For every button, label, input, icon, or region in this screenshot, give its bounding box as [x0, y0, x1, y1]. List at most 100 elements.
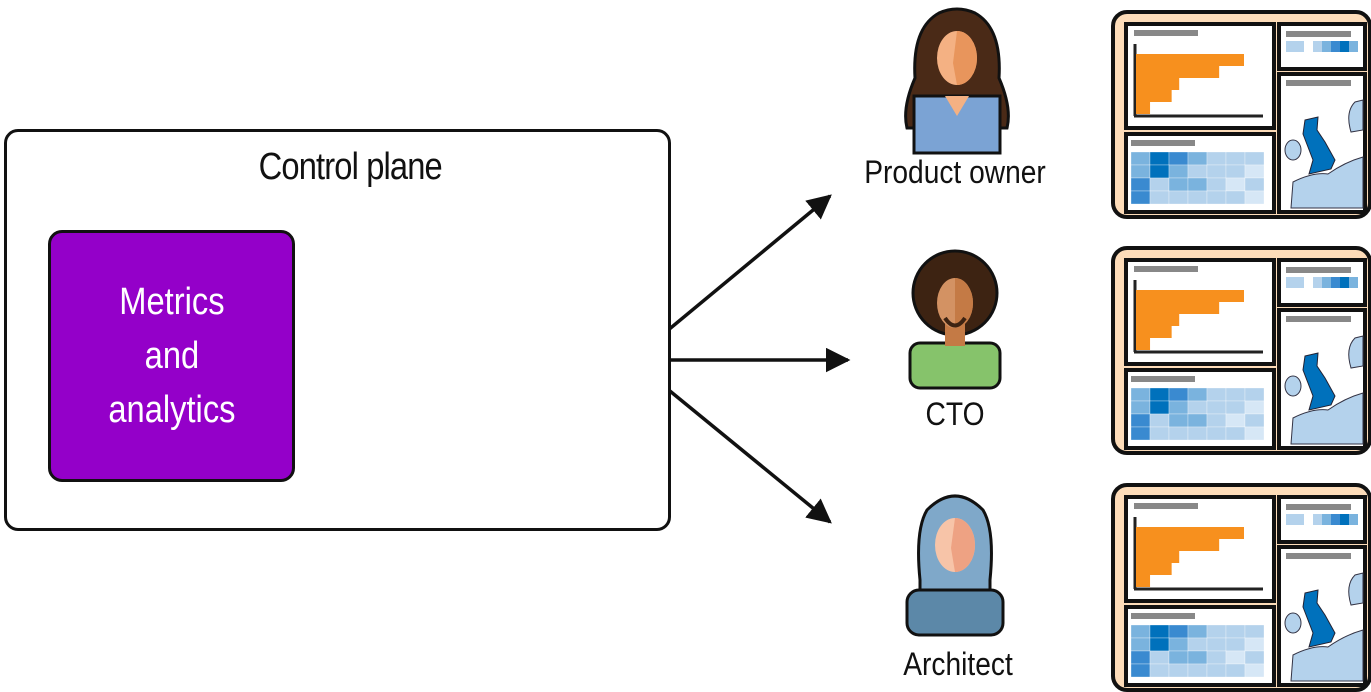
- dashboard-icon-3: [1111, 483, 1371, 692]
- bar-2: [1136, 302, 1220, 314]
- strip-cell: [1313, 514, 1322, 525]
- warehouse-label: Warehouse: [409, 340, 575, 382]
- heatmap-cell: [1130, 426, 1151, 441]
- heatmap-cell: [1187, 190, 1208, 205]
- strip-cell: [1322, 277, 1331, 288]
- heatmap-cell: [1244, 650, 1265, 665]
- heatmap-cell: [1244, 624, 1265, 639]
- dashboard-icon-1: [1111, 10, 1371, 219]
- heatmap-cell: [1206, 400, 1227, 415]
- bar-1: [1136, 527, 1244, 539]
- map-scandinavia: [1348, 99, 1364, 133]
- panel-title-bar: [1286, 31, 1351, 37]
- product-owner-label: Product owner: [864, 154, 1046, 190]
- bar-3: [1136, 551, 1180, 563]
- map-ireland: [1284, 612, 1302, 634]
- heatmap-cell: [1187, 663, 1208, 678]
- heatmap-cell: [1206, 637, 1227, 652]
- strip-cell: [1295, 41, 1304, 52]
- strip-cell: [1286, 277, 1295, 288]
- strip-cell: [1349, 277, 1358, 288]
- panel-title-bar: [1134, 30, 1198, 36]
- strip-cell: [1313, 277, 1322, 288]
- panel-title-bar: [1134, 266, 1198, 272]
- heatmap-cell: [1149, 413, 1170, 428]
- heatmap-cell: [1244, 400, 1265, 415]
- heatmap-cell: [1187, 624, 1208, 639]
- metrics-analytics-box[interactable]: Metrics and analytics: [48, 230, 295, 482]
- heatmap-cell: [1244, 413, 1265, 428]
- heatmap-cell: [1187, 400, 1208, 415]
- heatmap-cell: [1130, 177, 1151, 192]
- woman-long-hair-icon: [904, 7, 1010, 155]
- heatmap-cell: [1130, 624, 1151, 639]
- strip-cell: [1349, 41, 1358, 52]
- heatmap-cell: [1225, 637, 1246, 652]
- heatmap-cell: [1130, 663, 1151, 678]
- map-ireland: [1284, 139, 1302, 161]
- heatmap-cell: [1225, 164, 1246, 179]
- panel-title-bar: [1286, 267, 1351, 273]
- heatmap-cell: [1187, 387, 1208, 402]
- strip-cell: [1340, 277, 1349, 288]
- strip-cell: [1331, 277, 1340, 288]
- bar-2: [1136, 539, 1220, 551]
- bar-4: [1136, 563, 1172, 575]
- bar-4: [1136, 90, 1172, 102]
- heatmap-cell: [1225, 413, 1246, 428]
- heatmap-cell: [1168, 650, 1189, 665]
- strip-cell: [1331, 514, 1340, 525]
- bar-1: [1136, 54, 1244, 66]
- shirt: [908, 341, 1002, 390]
- heatmap-cell: [1206, 426, 1227, 441]
- bar-4: [1136, 326, 1172, 338]
- heatmap-cell: [1206, 190, 1227, 205]
- heatmap-cell: [1244, 164, 1265, 179]
- heatmap-cell: [1168, 663, 1189, 678]
- metrics-analytics-label: Metrics and analytics: [107, 281, 236, 431]
- strip-cell: [1340, 514, 1349, 525]
- heatmap-cell: [1244, 637, 1265, 652]
- heatmap-cell: [1225, 663, 1246, 678]
- strip-cell: [1295, 277, 1304, 288]
- heatmap-cell: [1244, 387, 1265, 402]
- heatmap-cell: [1206, 650, 1227, 665]
- heatmap-cell: [1168, 426, 1189, 441]
- heatmap-cell: [1244, 151, 1265, 166]
- heatmap-cell: [1206, 177, 1227, 192]
- heatmap-cell: [1187, 426, 1208, 441]
- beard: [943, 316, 967, 328]
- heatmap-cell: [1187, 637, 1208, 652]
- heatmap-cell: [1206, 151, 1227, 166]
- bar-3: [1136, 314, 1180, 326]
- cto-label: CTO: [925, 396, 985, 432]
- bar-5: [1136, 102, 1151, 114]
- heatmap-cell: [1187, 413, 1208, 428]
- heatmap-cell: [1130, 400, 1151, 415]
- heatmap-cell: [1225, 624, 1246, 639]
- heatmap-cell: [1225, 400, 1246, 415]
- heatmap-cell: [1149, 426, 1170, 441]
- bar-2: [1136, 66, 1220, 78]
- heatmap-cell: [1187, 177, 1208, 192]
- face-shade: [953, 31, 977, 85]
- strip-cell: [1295, 514, 1304, 525]
- bar-3: [1136, 78, 1180, 90]
- heatmap-cell: [1206, 387, 1227, 402]
- heatmap-cell: [1149, 637, 1170, 652]
- strip-cell: [1340, 41, 1349, 52]
- heatmap-cell: [1168, 190, 1189, 205]
- heatmap-cell: [1225, 151, 1246, 166]
- bar-5: [1136, 338, 1151, 350]
- heatmap-cell: [1149, 387, 1170, 402]
- heatmap-cell: [1149, 400, 1170, 415]
- woman-hijab-icon: [905, 494, 1005, 637]
- map-uk: [1302, 116, 1336, 175]
- heatmap-cell: [1206, 164, 1227, 179]
- architect-label: Architect: [903, 646, 1013, 682]
- map-france: [1290, 392, 1364, 445]
- man-afro-beard-icon: [908, 249, 1002, 390]
- panel-title-bar: [1134, 503, 1198, 509]
- robe: [905, 588, 1005, 637]
- heatmap-cell: [1168, 151, 1189, 166]
